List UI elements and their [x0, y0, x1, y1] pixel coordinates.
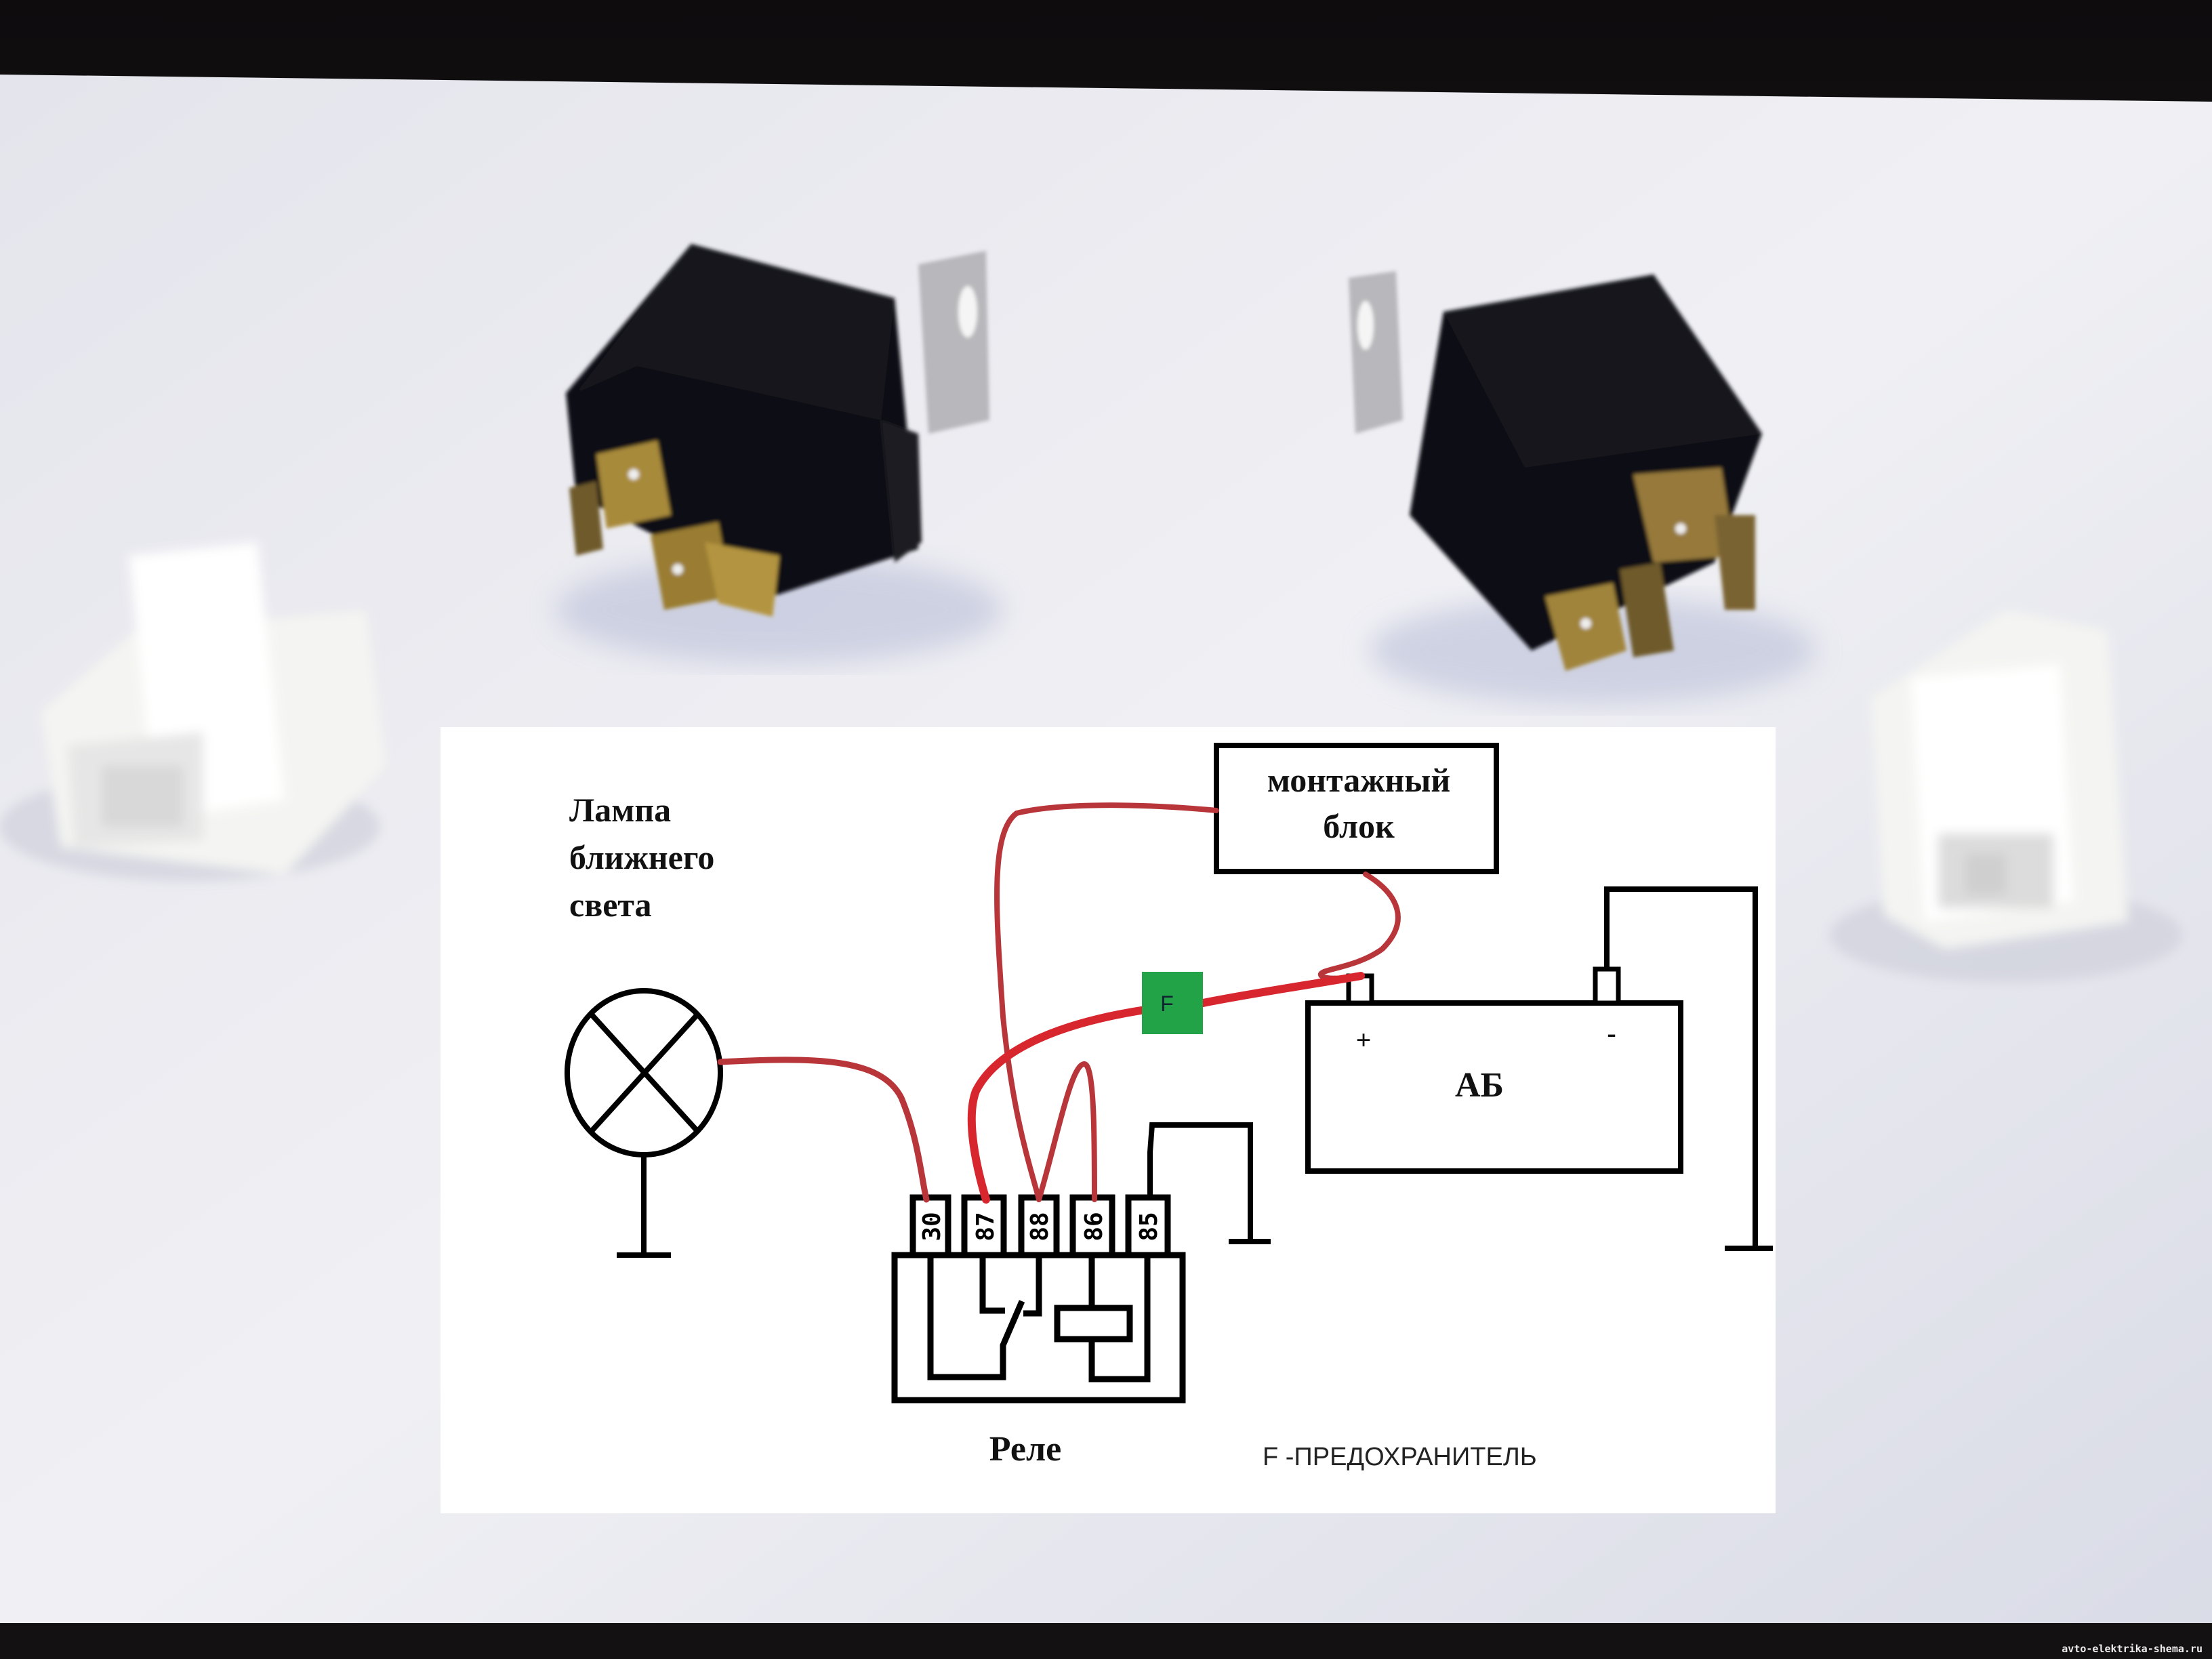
fuse-label: F [1160, 991, 1174, 1016]
relay-right-pin [1715, 515, 1755, 610]
relay-left-pin [569, 481, 603, 556]
wire-fuse-87 [967, 1006, 1149, 1204]
connector-right [1830, 610, 2182, 983]
mount-block-label-line1: монтажный [1267, 761, 1450, 799]
lamp-label-line1: Лампа [569, 791, 671, 829]
relay-right [1349, 271, 1816, 705]
wire-mountblock-88 [994, 802, 1219, 1202]
relay-pin-label-88: 88 [1026, 1212, 1054, 1241]
mount-block-label-line2: блок [1323, 807, 1395, 845]
relay-left [556, 244, 1003, 664]
wires [717, 802, 1401, 1204]
relay-schematic: 30 87 88 86 85 [891, 1194, 1186, 1404]
relay-label: Реле [989, 1430, 1061, 1469]
relay-pin-label-86: 86 [1080, 1212, 1108, 1241]
lamp-label-line3: света [569, 886, 652, 924]
battery-plus-sign: + [1356, 1025, 1372, 1055]
relay-right-bracket [1349, 271, 1403, 434]
relay-pin-label-30: 30 [918, 1212, 946, 1241]
lamp-label-line2: ближнего [569, 838, 714, 876]
relay-right-pin [1633, 468, 1735, 562]
wire-lamp-30 [717, 1057, 930, 1203]
watermark: avto-elektrika-shema.ru [2062, 1643, 2203, 1655]
battery: + - АБ [1305, 966, 1683, 1174]
fuse-icon [1142, 972, 1203, 1034]
fuse-legend: F -ПРЕДОХРАНИТЕЛЬ [1263, 1443, 1537, 1471]
relay-coil [1054, 1305, 1133, 1343]
relay-left-bracket [918, 251, 989, 434]
bottom-dark-strip [0, 1623, 2212, 1659]
battery-terminal-minus [1593, 966, 1621, 1006]
battery-label: АБ [1455, 1066, 1504, 1105]
wire-88-86 [1036, 1061, 1097, 1202]
relay-pin-label-87: 87 [972, 1212, 1000, 1241]
wiring-diagram: Лампа ближнего света монтажный блок + - … [441, 727, 1776, 1513]
wire-battery-fuse [1199, 972, 1365, 1007]
relay-pins: 30 87 88 86 85 [909, 1194, 1171, 1258]
relay-85-ground-line [1147, 1122, 1271, 1244]
lamp-icon [565, 988, 723, 1258]
relay-right-pin [1620, 562, 1674, 657]
relay-left-pin [596, 441, 671, 529]
battery-box [1305, 1000, 1683, 1174]
relay-internal-circuit [927, 1255, 1151, 1382]
relay-pin-label-85: 85 [1135, 1212, 1163, 1241]
battery-minus-sign: - [1607, 1018, 1616, 1048]
relay-left-pin [705, 542, 779, 617]
battery-ground-line [1604, 886, 1773, 1251]
relay-pin-30 [909, 1194, 951, 1258]
connector-left [0, 542, 386, 881]
